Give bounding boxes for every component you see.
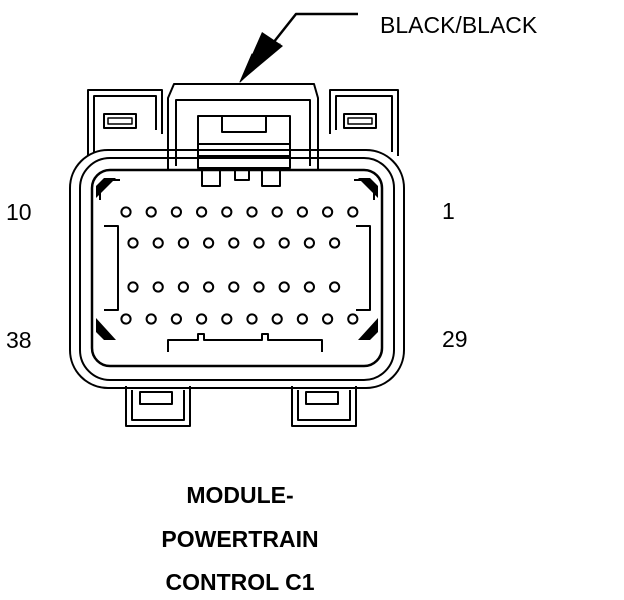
upper-mounting-ears: [87, 89, 399, 156]
cavity-hole: [329, 281, 341, 293]
cavity-hole: [228, 281, 240, 293]
cavity-hole: [127, 237, 139, 249]
latch-block: [154, 83, 332, 187]
cavity-frame: [96, 178, 378, 352]
caption-line-2: POWERTRAIN: [161, 526, 319, 552]
cavity-hole: [127, 281, 139, 293]
cavity-hole: [120, 313, 132, 325]
cavity-hole: [145, 206, 157, 218]
cavity-hole: [296, 313, 308, 325]
cavity-hole: [228, 237, 240, 249]
callout-leader: [239, 12, 358, 83]
lower-mounting-ears: [125, 386, 357, 427]
cavity-hole: [177, 281, 189, 293]
cavity-hole: [152, 281, 164, 293]
cavity-hole: [253, 281, 265, 293]
cavity-hole: [303, 281, 315, 293]
cavity-hole: [347, 206, 359, 218]
cavity-hole: [203, 281, 215, 293]
pin-label-38: 38: [6, 327, 32, 353]
caption-line-3: CONTROL C1: [165, 569, 315, 595]
cavity-hole: [170, 313, 182, 325]
cavity-hole: [120, 206, 132, 218]
cavity-hole: [253, 237, 265, 249]
cavity-hole: [271, 206, 283, 218]
cavity-hole: [152, 237, 164, 249]
cavity-hole: [203, 237, 215, 249]
cavity-hole: [196, 206, 208, 218]
cavity-hole: [322, 206, 334, 218]
cavity-hole: [271, 313, 283, 325]
pin-label-1: 1: [442, 198, 455, 224]
cavity-hole: [221, 313, 233, 325]
cavity-hole: [278, 237, 290, 249]
caption-line-1: MODULE-: [186, 482, 294, 508]
cavity-hole: [296, 206, 308, 218]
cavity-hole: [246, 206, 258, 218]
connector-housing: [69, 149, 405, 389]
cavity-hole: [145, 313, 157, 325]
cavity-hole: [246, 313, 258, 325]
cavity-hole: [196, 313, 208, 325]
cavity-hole: [177, 237, 189, 249]
cavity-hole: [347, 313, 359, 325]
cavity-hole: [221, 206, 233, 218]
cavity-grid: [120, 206, 359, 325]
wire-color-callout: BLACK/BLACK: [380, 12, 538, 38]
cavity-hole: [322, 313, 334, 325]
cavity-hole: [170, 206, 182, 218]
pin-label-29: 29: [442, 326, 468, 352]
pin-label-10: 10: [6, 199, 32, 225]
cavity-hole: [303, 237, 315, 249]
cavity-hole: [329, 237, 341, 249]
cavity-hole: [278, 281, 290, 293]
